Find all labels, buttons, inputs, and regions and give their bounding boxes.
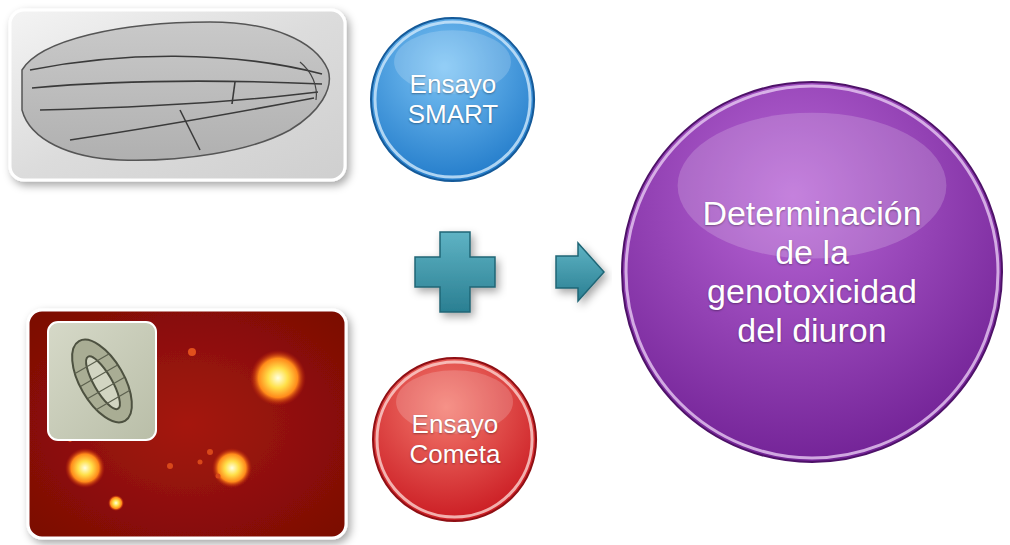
comet-spot [108,495,124,511]
comet-spot [250,350,306,406]
arrow-symbol [556,243,604,301]
circle-ring [626,86,998,458]
wing-outline [22,22,329,160]
comet-spot [198,460,203,465]
wing-photo [10,10,345,180]
photo-frame [28,310,346,538]
process-circle: Ensayo SMART [369,16,536,183]
comet-spot [188,348,196,356]
node-body: Determinación de la genotoxicidad del di… [620,80,1004,464]
circle-ring [377,362,532,517]
wing-vein [30,56,322,74]
wing-hinge [300,62,316,100]
larva-drawing [60,330,144,432]
comet-spot [167,463,173,469]
larva-body [60,330,144,432]
node-body: Ensayo SMART [369,16,536,183]
circle-ring [375,22,530,177]
node-body: Ensayo Cometa [371,356,538,523]
wing-vein [32,81,322,88]
result-circle: Determinación de la genotoxicidad del di… [620,80,1004,464]
circle-fill [373,358,536,521]
node-label: Ensayo SMART [388,70,518,130]
comet-photo [28,310,346,538]
wing-vein [232,82,235,104]
wing-vein [180,110,200,150]
node-label: Determinación de la genotoxicidad del di… [687,194,937,350]
photo-frame [10,10,345,180]
process-circle: Ensayo Cometa [371,356,538,523]
comet-spot [216,474,221,479]
plus-symbol [415,232,495,312]
larva-segments [74,353,131,410]
comet-spot [65,448,105,488]
wing-vein [40,92,318,110]
circle-fill [622,82,1002,462]
inset-frame [48,322,156,440]
wing-drawing [22,22,329,160]
larva-inset [48,322,156,440]
comet-spot [207,449,213,455]
comet-spot [212,448,252,488]
circle-fill [371,18,534,181]
node-label: Ensayo Cometa [390,410,520,470]
